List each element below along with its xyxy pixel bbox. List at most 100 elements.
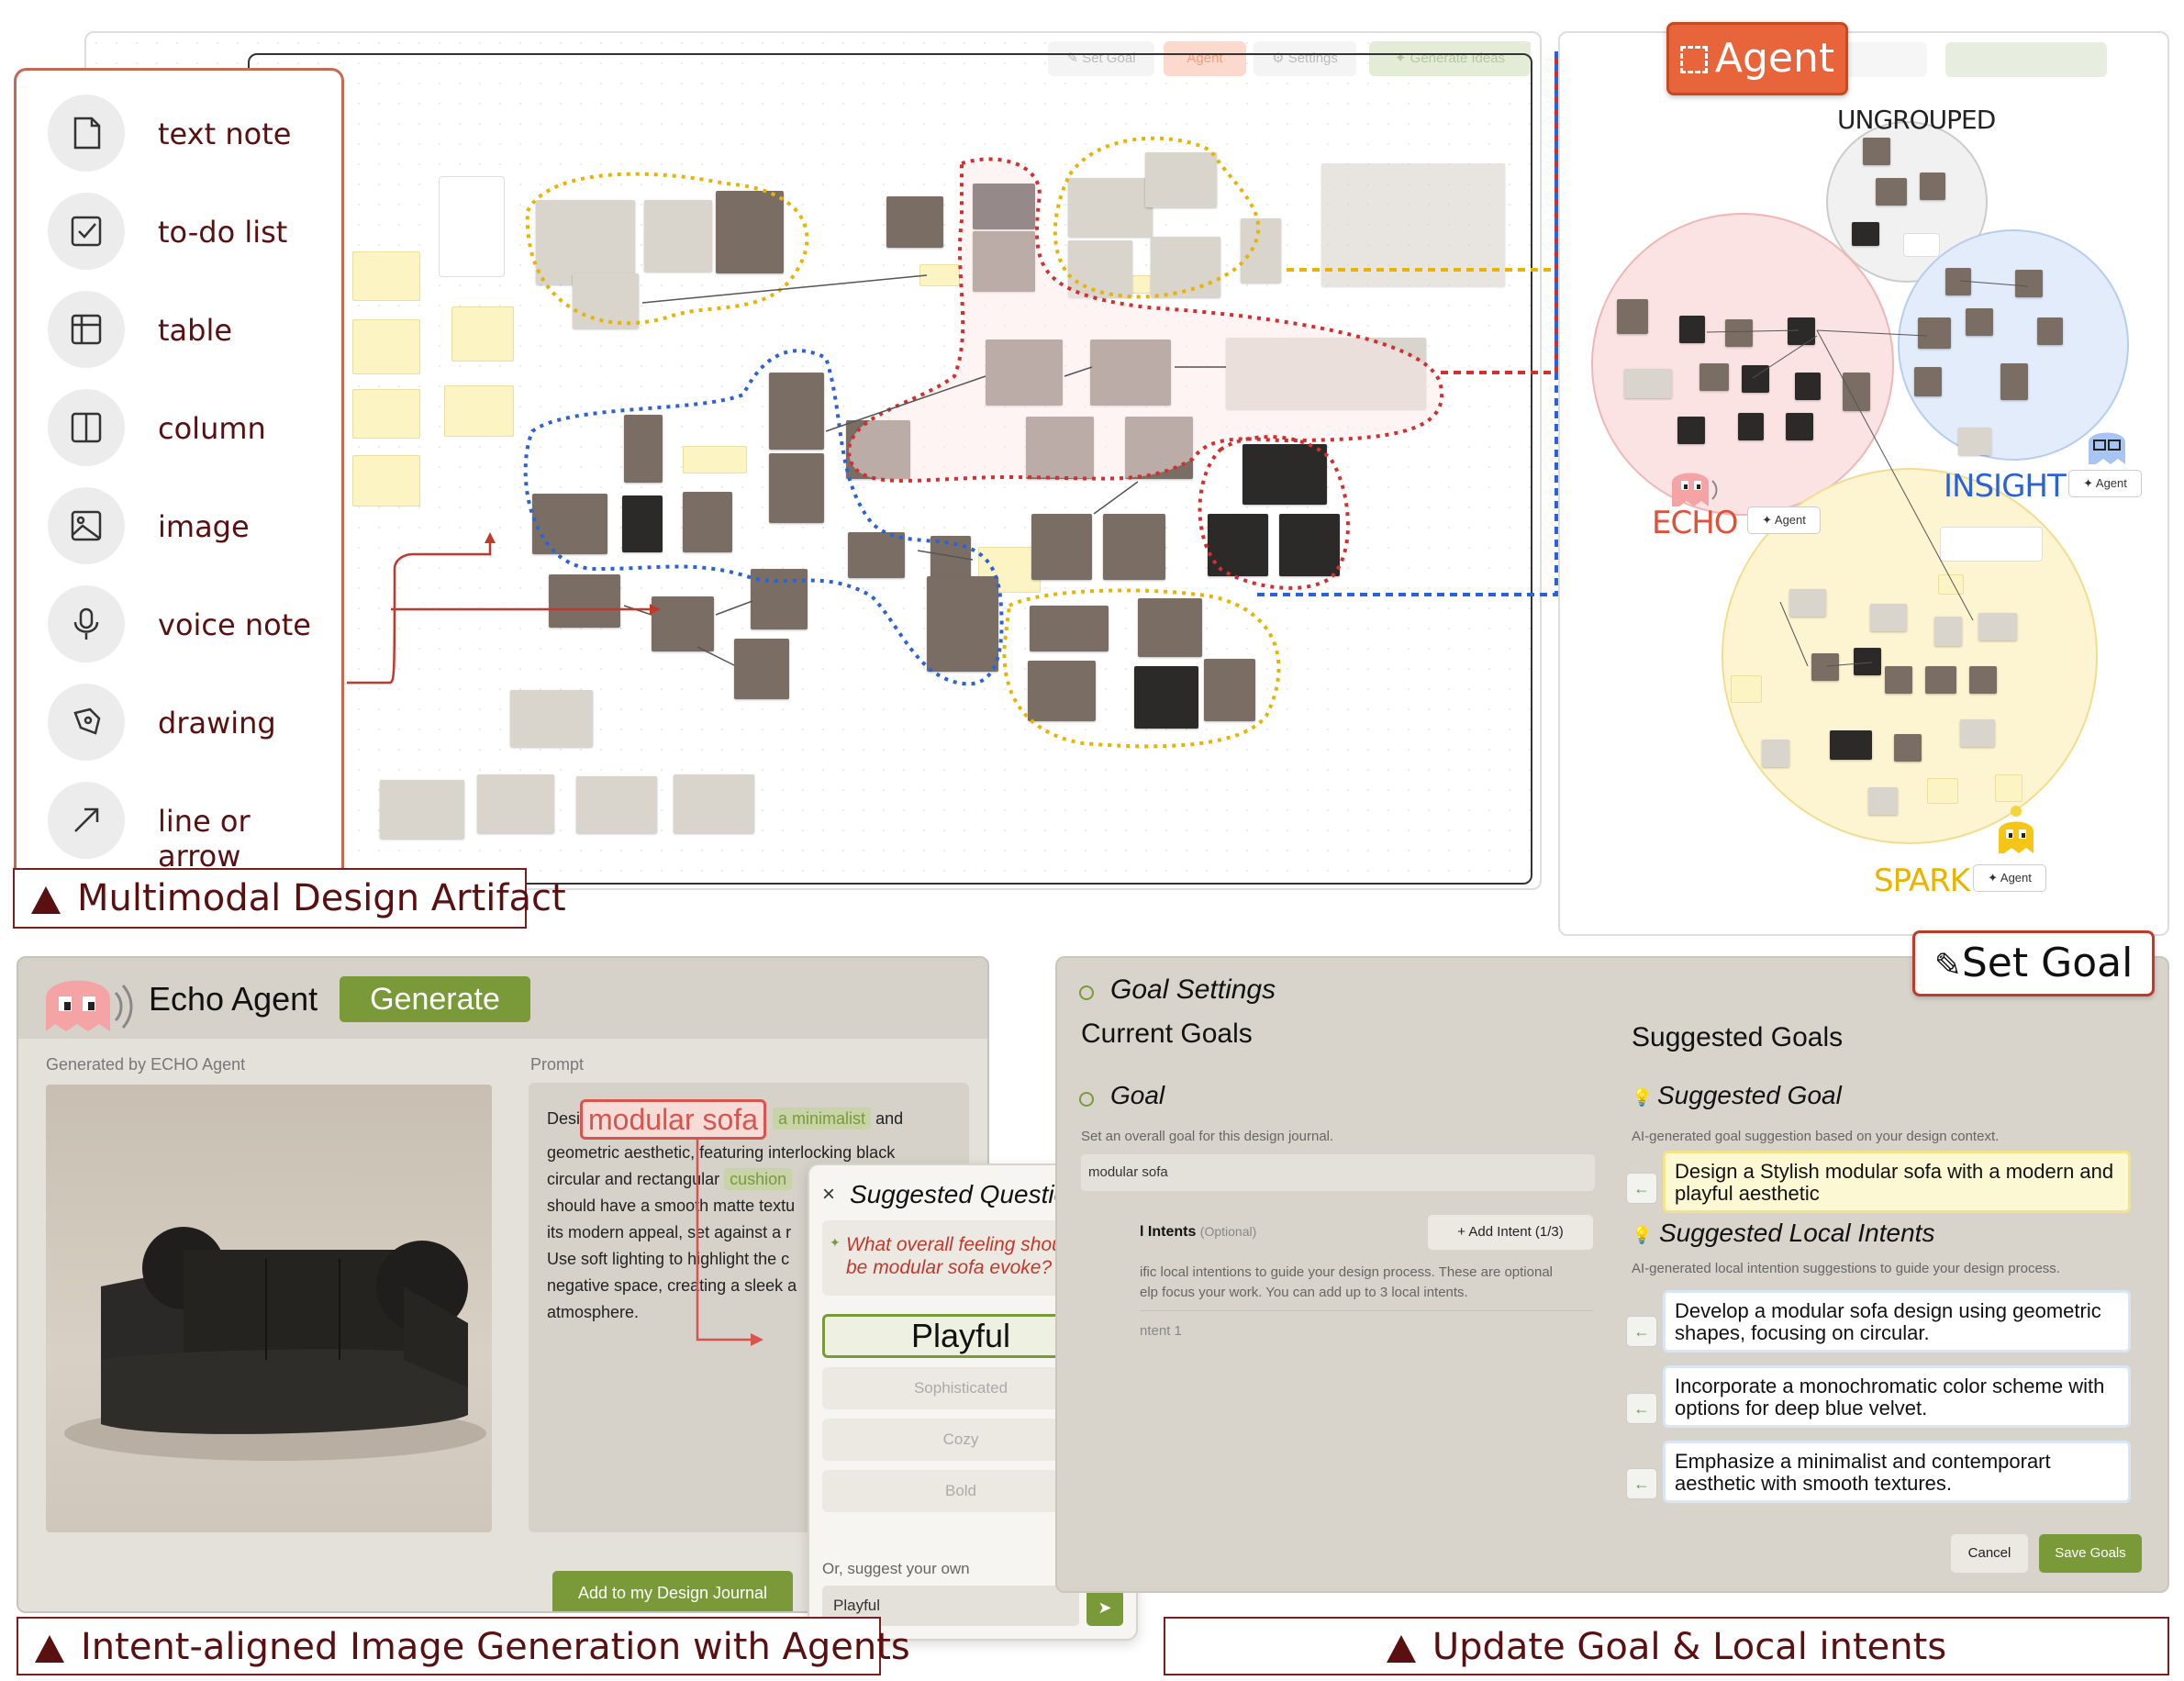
suggested-intent[interactable]: Incorporate a monochromatic color scheme…	[1663, 1365, 2131, 1428]
image-thumb[interactable]	[674, 774, 754, 833]
image-thumb[interactable]	[1031, 514, 1092, 580]
image-thumb	[1934, 617, 1962, 646]
image-thumb	[1677, 417, 1705, 444]
keyword-chip[interactable]: cushion	[724, 1168, 793, 1190]
option-bold[interactable]: Bold	[822, 1470, 1099, 1512]
text-note[interactable]	[352, 455, 420, 507]
apply-goal-button[interactable]: ←	[1626, 1173, 1657, 1204]
image-thumb[interactable]	[769, 453, 824, 523]
echo-label: ECHO	[1652, 505, 1739, 541]
image-thumb[interactable]	[477, 774, 554, 833]
sparkle-icon: ✦	[830, 1235, 841, 1250]
image-thumb[interactable]	[1068, 178, 1153, 237]
image-thumb[interactable]	[510, 690, 593, 747]
highlighted-keyword[interactable]: modular sofa	[580, 1099, 766, 1140]
apply-intent-button[interactable]: ←	[1626, 1316, 1657, 1347]
image-thumb[interactable]	[716, 191, 784, 273]
image-thumb[interactable]	[683, 492, 732, 552]
image-thumb[interactable]	[1279, 514, 1340, 576]
image-thumb[interactable]	[769, 373, 824, 450]
suggested-intent[interactable]: Emphasize a minimalist and contemporart …	[1663, 1441, 2131, 1503]
image-thumb[interactable]	[1208, 514, 1268, 576]
agent-map-panel: UNGROUPED ECHO INSIGHT SPARK ✦ Agent ✦ A…	[1558, 31, 2169, 936]
tool-drawing[interactable]: drawing	[48, 684, 341, 761]
image-thumb	[1969, 666, 1997, 694]
image-thumb[interactable]	[1134, 666, 1198, 729]
image-thumb[interactable]	[549, 574, 620, 628]
image-thumb[interactable]	[751, 569, 808, 629]
option-playful[interactable]: Playful	[822, 1314, 1099, 1358]
image-thumb	[1958, 428, 1991, 455]
image-thumb[interactable]	[573, 273, 639, 328]
save-goals-button[interactable]: Save Goals	[2039, 1534, 2142, 1573]
image-thumb[interactable]	[624, 415, 663, 483]
text-note[interactable]	[683, 446, 747, 473]
image-thumb[interactable]	[1068, 240, 1132, 297]
image-thumb[interactable]	[652, 596, 714, 651]
text-note[interactable]	[352, 319, 420, 374]
add-intent-button[interactable]: + Add Intent (1/3)	[1428, 1215, 1593, 1250]
column-icon	[48, 389, 125, 466]
image-thumb[interactable]	[1242, 444, 1327, 505]
insight-agent-chip[interactable]: ✦ Agent	[2068, 470, 2142, 497]
echo-agent-chip[interactable]: ✦ Agent	[1747, 507, 1821, 534]
image-thumb[interactable]	[644, 200, 712, 272]
image-thumb[interactable]	[1241, 218, 1281, 283]
add-to-journal-button[interactable]: Add to my Design Journal	[552, 1571, 793, 1611]
tool-table[interactable]: table	[48, 291, 341, 368]
image-thumb[interactable]	[532, 494, 607, 554]
image-thumb[interactable]	[886, 196, 943, 248]
cancel-button[interactable]: Cancel	[1951, 1534, 2028, 1573]
option-sophisticated[interactable]: Sophisticated	[822, 1367, 1099, 1409]
apply-intent-button[interactable]: ←	[1626, 1468, 1657, 1499]
tool-column[interactable]: column	[48, 389, 341, 466]
image-thumb[interactable]	[536, 200, 635, 284]
caption-generation: Intent-aligned Image Generation with Age…	[17, 1617, 910, 1675]
image-thumb[interactable]	[622, 495, 663, 552]
goal-input[interactable]: modular sofa	[1081, 1154, 1595, 1191]
image-thumb	[1624, 369, 1672, 398]
tool-line-arrow[interactable]: line or arrow	[48, 782, 341, 874]
spark-agent-chip[interactable]: ✦ Agent	[1973, 864, 2046, 892]
suggested-goal-box[interactable]: Design a Stylish modular sofa with a mod…	[1663, 1151, 2131, 1213]
suggested-goals-heading: Suggested Goals	[1632, 1022, 1844, 1052]
triangle-icon	[35, 1635, 64, 1663]
text-note[interactable]	[444, 385, 514, 437]
todo-card[interactable]	[439, 176, 505, 277]
text-note	[1995, 774, 2022, 802]
settings-button-faded[interactable]	[1844, 42, 1927, 77]
tool-image[interactable]: image	[48, 487, 341, 564]
image-thumb[interactable]	[576, 776, 657, 833]
image-thumb	[1918, 317, 1951, 349]
image-thumb[interactable]	[1321, 163, 1505, 286]
image-thumb	[2037, 317, 2063, 345]
image-thumb[interactable]	[1138, 598, 1202, 657]
generate-ideas-button-faded[interactable]	[1945, 42, 2107, 77]
image-thumb[interactable]	[1145, 152, 1217, 207]
image-thumb[interactable]	[1204, 659, 1255, 721]
suggested-intent[interactable]: Develop a modular sofa design using geom…	[1663, 1290, 2131, 1353]
image-thumb[interactable]	[848, 532, 905, 578]
plus-icon: +	[1457, 1224, 1469, 1240]
option-cozy[interactable]: Cozy	[822, 1419, 1099, 1461]
send-button[interactable]: ➤	[1086, 1589, 1123, 1626]
tool-todo-list[interactable]: to-do list	[48, 193, 341, 270]
image-thumb	[1894, 734, 1922, 762]
image-thumb[interactable]	[734, 639, 789, 699]
text-note[interactable]	[352, 251, 420, 301]
image-thumb[interactable]	[927, 576, 998, 672]
text-note[interactable]	[352, 389, 420, 439]
image-thumb[interactable]	[1028, 661, 1096, 721]
close-icon[interactable]: ×	[822, 1182, 836, 1207]
tool-text-note[interactable]: text note	[48, 95, 341, 172]
intent-divider	[1140, 1310, 1593, 1311]
image-thumb[interactable]	[1030, 606, 1109, 651]
tool-voice-note[interactable]: voice note	[48, 585, 341, 662]
text-note[interactable]	[451, 306, 514, 362]
image-thumb[interactable]	[380, 780, 464, 839]
image-thumb[interactable]	[1103, 514, 1165, 580]
apply-intent-button[interactable]: ←	[1626, 1393, 1657, 1424]
generate-button[interactable]: Generate	[340, 976, 530, 1022]
keyword-chip[interactable]: a minimalist	[773, 1108, 872, 1130]
image-thumb[interactable]	[1151, 237, 1220, 297]
